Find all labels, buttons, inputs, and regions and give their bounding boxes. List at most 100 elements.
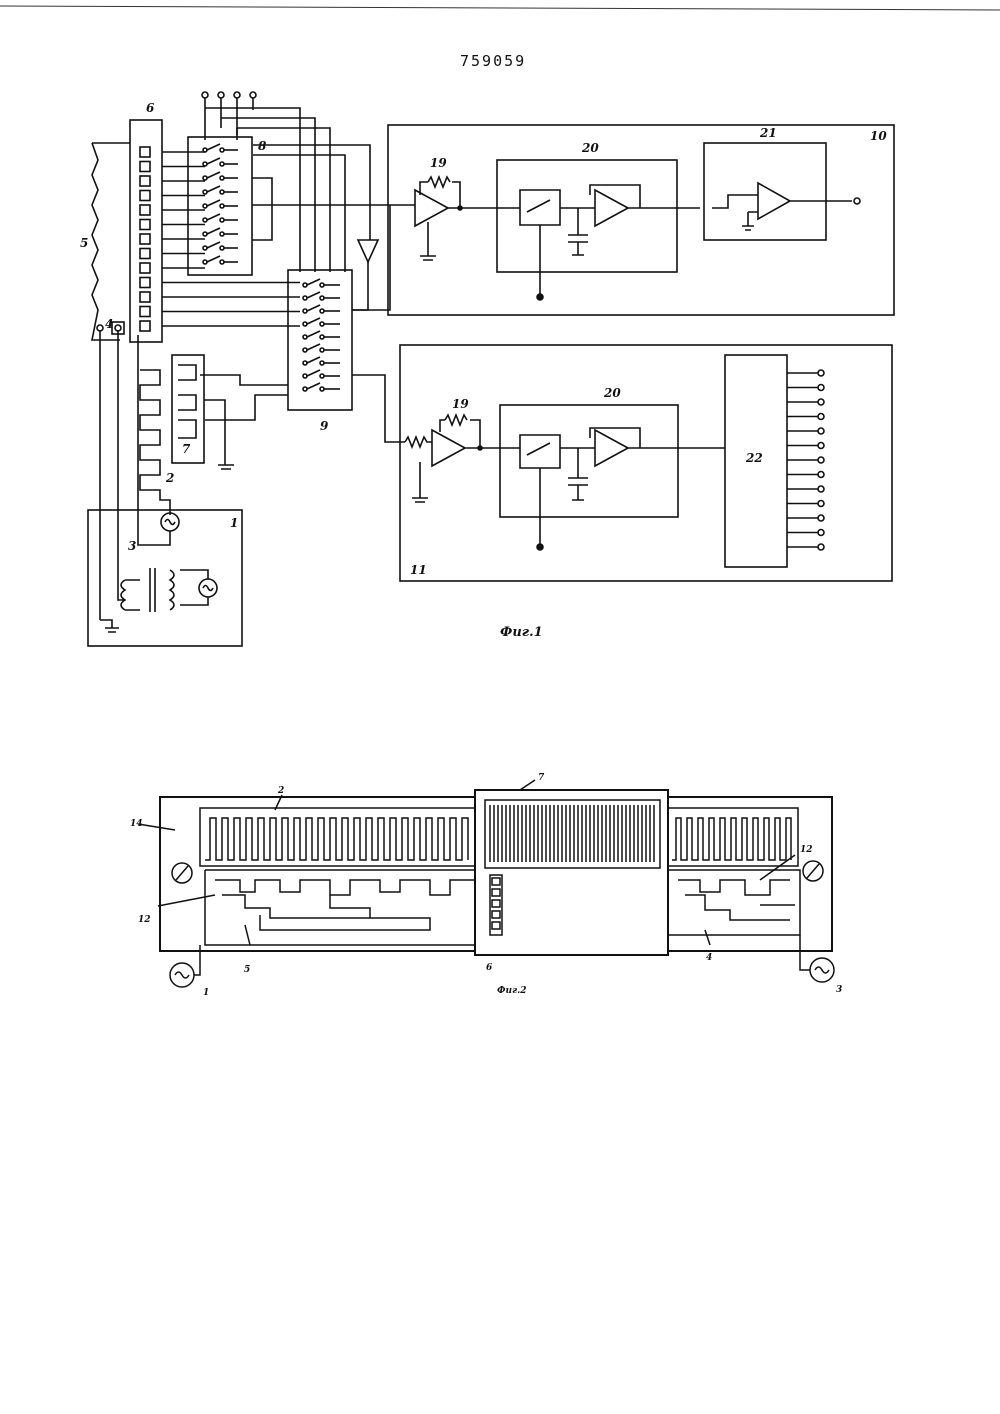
switch-node: [220, 190, 224, 194]
label-9: 9: [320, 419, 329, 433]
contact-square: [140, 278, 150, 288]
switch-node: [320, 322, 324, 326]
switch-node: [203, 246, 207, 250]
output-terminal: [818, 544, 824, 550]
switch-blade: [307, 331, 320, 337]
block-11: [400, 345, 892, 581]
switch-blade: [307, 383, 320, 389]
output-terminal: [818, 515, 824, 521]
switch-node: [303, 387, 307, 391]
label-19-top: 19: [430, 156, 447, 170]
figure-1: [88, 92, 894, 646]
label-8: 8: [258, 139, 267, 153]
label-5: 5: [80, 236, 88, 250]
switch-node: [303, 309, 307, 313]
switch-node: [303, 374, 307, 378]
switch-node: [303, 296, 307, 300]
output-terminal: [818, 428, 824, 434]
switch-node: [203, 232, 207, 236]
switch-node: [203, 260, 207, 264]
f2-label-12-left: 12: [138, 915, 151, 925]
switch-node: [220, 162, 224, 166]
f2-label-14: 14: [130, 819, 143, 829]
label-3: 3: [128, 539, 136, 553]
comb-2: [140, 370, 170, 515]
f2-label-6: 6: [486, 963, 493, 973]
contact-square: [140, 220, 150, 230]
switch-node: [220, 246, 224, 250]
top-bus-lines: [202, 92, 370, 272]
switch-blade: [307, 357, 320, 363]
buffer-triangle: [358, 240, 378, 262]
switch-blade: [207, 256, 220, 262]
label-1: 1: [230, 516, 238, 530]
switch-blade: [307, 279, 320, 285]
switch-blade: [207, 172, 220, 178]
switch-node: [320, 348, 324, 352]
label-2: 2: [165, 471, 174, 485]
switch-blade: [207, 228, 220, 234]
output-terminal: [818, 414, 824, 420]
switch-node: [220, 176, 224, 180]
label-20-top: 20: [581, 141, 599, 155]
output-terminal: [818, 370, 824, 376]
label-21: 21: [759, 126, 777, 140]
output-terminal: [818, 530, 824, 536]
contact-square: [140, 147, 150, 157]
switch-blade: [307, 344, 320, 350]
switch-node: [220, 232, 224, 236]
figure-1-labels: 6 5 8 4 9 7 2 3 1 19 20 21 10 19 20 22 1…: [80, 101, 887, 640]
generator-block-1: [88, 322, 242, 646]
output-terminal: [818, 399, 824, 405]
label-19-bottom: 19: [452, 397, 469, 411]
switch-node: [203, 190, 207, 194]
switch-blade: [207, 242, 220, 248]
label-6: 6: [146, 101, 155, 115]
switch-node: [220, 148, 224, 152]
contact-square: [140, 176, 150, 186]
staircase-track-4: [668, 870, 800, 935]
switch-node: [320, 361, 324, 365]
comb-teeth-left: [205, 818, 468, 860]
contact-square: [140, 307, 150, 317]
output-terminal: [818, 385, 824, 391]
contact-square: [140, 205, 150, 215]
label-22: 22: [745, 451, 763, 465]
f2-label-7: 7: [538, 773, 545, 783]
switch-blade: [207, 158, 220, 164]
switch-blade: [307, 370, 320, 376]
contact-square: [140, 263, 150, 273]
switch-block-9: [288, 270, 352, 410]
f2-label-3: 3: [836, 985, 842, 995]
switch-node: [320, 374, 324, 378]
contact-square: [140, 234, 150, 244]
switch-blade: [307, 318, 320, 324]
figure-2-caption: Фиг.2: [497, 986, 527, 996]
switch-blade: [207, 200, 220, 206]
switch-node: [320, 387, 324, 391]
output-terminal: [818, 486, 824, 492]
contact-square: [140, 249, 150, 259]
output-terminal: [818, 472, 824, 478]
comb-teeth-right: [672, 818, 791, 860]
f2-label-5: 5: [244, 965, 250, 975]
block-6: [130, 120, 162, 342]
switch-node: [220, 260, 224, 264]
contact-square: [140, 191, 150, 201]
label-7: 7: [182, 442, 191, 456]
switch-node: [320, 309, 324, 313]
label-4: 4: [105, 317, 113, 331]
switch-blade: [207, 186, 220, 192]
switch-blade: [307, 305, 320, 311]
switch-node: [203, 162, 207, 166]
switch-blade: [207, 144, 220, 150]
switch-node: [303, 322, 307, 326]
output-terminal: [818, 501, 824, 507]
switch-node: [303, 361, 307, 365]
switch-node: [203, 204, 207, 208]
switch-blade: [207, 214, 220, 220]
switch-node: [303, 335, 307, 339]
contact-square: [140, 321, 150, 331]
switch-node: [320, 296, 324, 300]
